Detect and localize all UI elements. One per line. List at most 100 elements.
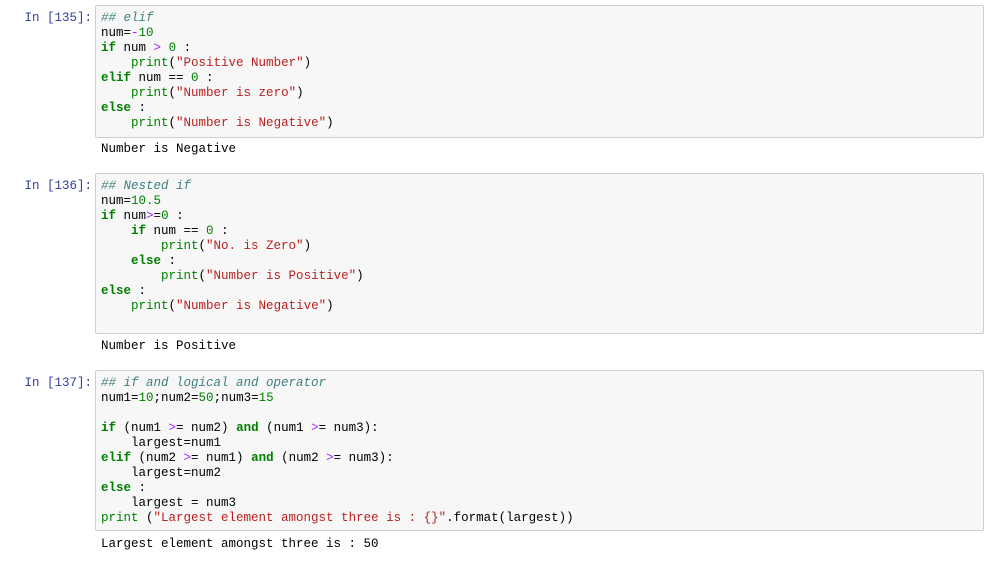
- comment-token: ## elif: [101, 11, 154, 25]
- text-token: num ==: [131, 71, 192, 85]
- keyword-token: elif: [101, 71, 132, 85]
- code-line: print("Number is Negative"): [101, 116, 334, 131]
- text-token: largest=num1: [101, 436, 222, 450]
- code-line: if num > 0 :: [101, 41, 334, 56]
- code-line: largest=num2: [101, 466, 574, 481]
- text-token: (num1: [116, 421, 169, 435]
- comment-token: ## if and logical and operator: [101, 376, 327, 390]
- keyword-token: elif: [101, 451, 132, 465]
- code-line: if num == 0 :: [101, 224, 364, 239]
- text-token: num1=: [101, 391, 139, 405]
- text-token: (: [168, 86, 177, 100]
- text-token: (: [198, 269, 207, 283]
- number-token: 10.5: [131, 194, 162, 208]
- text-token: (: [168, 116, 177, 130]
- text-token: [101, 254, 131, 268]
- text-token: = num2): [176, 421, 237, 435]
- keyword-token: else: [131, 254, 162, 268]
- text-token: [101, 56, 131, 70]
- keyword-token: else: [101, 481, 132, 495]
- number-token: 0: [206, 224, 214, 238]
- comment-token: ## Nested if: [101, 179, 192, 193]
- number-token: 0: [168, 41, 177, 55]
- code-line: largest = num3: [101, 496, 574, 511]
- text-token: num=: [101, 194, 132, 208]
- text-token: [101, 86, 131, 100]
- number-token: 10: [138, 391, 154, 405]
- keyword-token: else: [101, 284, 132, 298]
- text-token: ): [356, 269, 364, 283]
- code-line: ## Nested if: [101, 179, 364, 194]
- builtin-token: print: [131, 56, 169, 70]
- code-line: [101, 314, 364, 329]
- text-token: ): [326, 299, 334, 313]
- number-token: 15: [258, 391, 274, 405]
- input-prompt: In [136]:: [24, 179, 92, 193]
- keyword-token: if: [131, 224, 147, 238]
- text-token: largest=num2: [101, 466, 222, 480]
- number-token: 0: [161, 209, 169, 223]
- keyword-token: if: [101, 41, 117, 55]
- code-line: else :: [101, 284, 364, 299]
- number-token: 0: [191, 71, 199, 85]
- string-token: "Largest element amongst three is : {}": [153, 511, 447, 525]
- string-token: "Number is Negative": [176, 299, 327, 313]
- text-token: :: [131, 284, 147, 298]
- text-token: :: [168, 209, 184, 223]
- operator-token: >: [183, 451, 192, 465]
- text-token: (num2: [131, 451, 184, 465]
- keyword-token: if: [101, 209, 117, 223]
- text-token: [101, 299, 131, 313]
- string-token: "Number is Negative": [176, 116, 327, 130]
- text-token: = num1): [191, 451, 252, 465]
- text-token: [101, 406, 109, 420]
- cell-output: Number is Positive: [101, 339, 237, 353]
- text-token: :: [131, 481, 147, 495]
- text-token: = num3):: [318, 421, 379, 435]
- input-prompt: In [137]:: [24, 376, 92, 390]
- code-line: print("Number is zero"): [101, 86, 334, 101]
- cell-output: Number is Negative: [101, 142, 237, 156]
- keyword-token: else: [101, 101, 132, 115]
- string-token: "Number is zero": [176, 86, 297, 100]
- builtin-token: print: [131, 116, 169, 130]
- string-token: "Number is Positive": [206, 269, 357, 283]
- code-line: [101, 406, 574, 421]
- code-line: elif num == 0 :: [101, 71, 334, 86]
- builtin-token: print: [131, 299, 169, 313]
- builtin-token: print: [161, 239, 199, 253]
- text-token: largest = num3: [101, 496, 237, 510]
- code-line: else :: [101, 481, 574, 496]
- builtin-token: print: [101, 511, 139, 525]
- text-token: (: [168, 299, 177, 313]
- code-line: ## elif: [101, 11, 334, 26]
- text-token: (: [138, 511, 154, 525]
- code-line: else :: [101, 101, 334, 116]
- text-token: num ==: [146, 224, 207, 238]
- text-token: = num3):: [333, 451, 394, 465]
- code-line: print("No. is Zero"): [101, 239, 364, 254]
- operator-token: >: [311, 421, 319, 435]
- string-token: "Positive Number": [176, 56, 304, 70]
- builtin-token: print: [161, 269, 199, 283]
- text-token: (: [198, 239, 207, 253]
- keyword-token: and: [236, 421, 259, 435]
- code-line: num=10.5: [101, 194, 364, 209]
- text-token: ;num3=: [213, 391, 259, 405]
- text-token: (num2: [273, 451, 327, 465]
- text-token: (num1: [258, 421, 312, 435]
- text-token: [101, 116, 131, 130]
- operator-token: >: [168, 421, 177, 435]
- code-line: print("Number is Positive"): [101, 269, 364, 284]
- text-token: [101, 314, 109, 328]
- text-token: [101, 239, 161, 253]
- string-token: "No. is Zero": [206, 239, 304, 253]
- code-line: elif (num2 >= num1) and (num2 >= num3):: [101, 451, 574, 466]
- text-token: =: [153, 209, 162, 223]
